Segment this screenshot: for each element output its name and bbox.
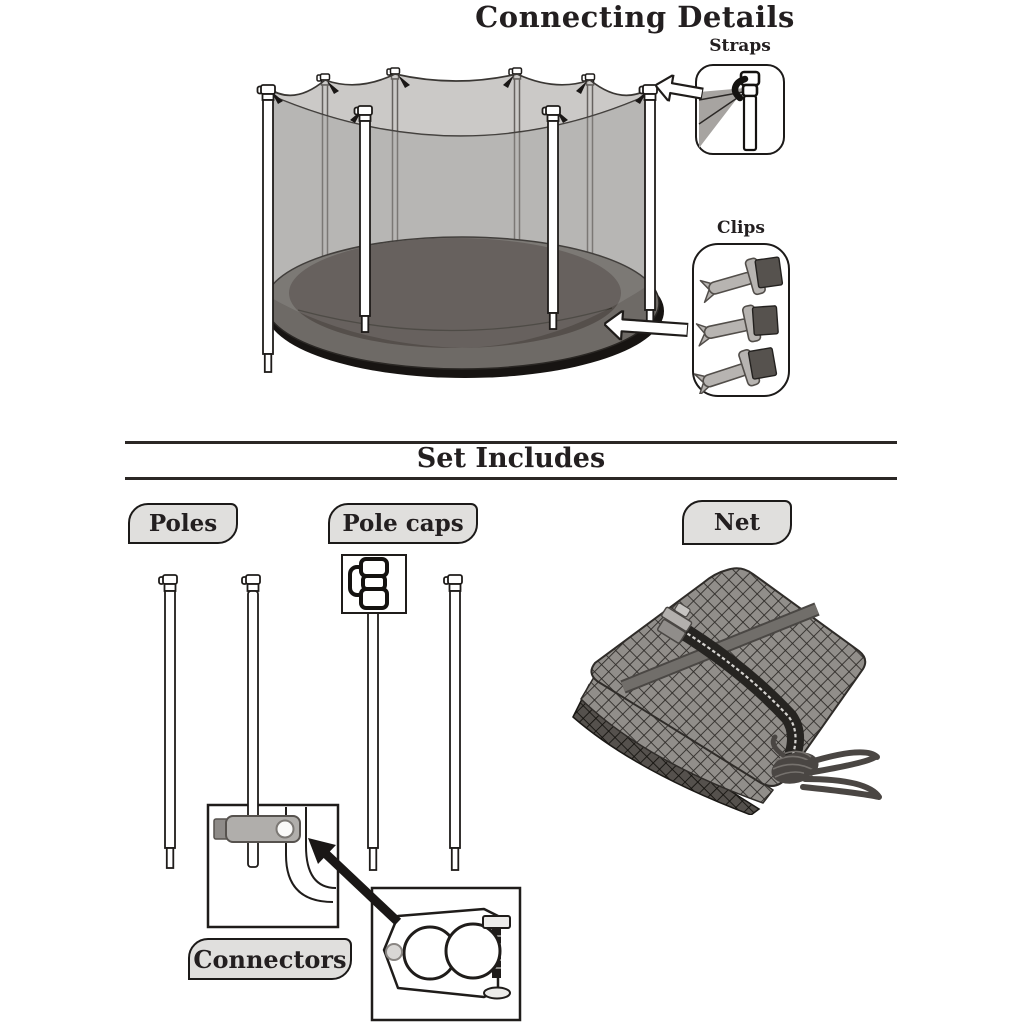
arrow-to-strap-connection-icon [654, 73, 705, 103]
pole-cap-zoom-box [341, 554, 407, 614]
strap-connection-drawing [698, 70, 761, 152]
tag-connectors: Connectors [188, 938, 352, 980]
straps-detail-box [695, 64, 785, 155]
pole-set [158, 574, 463, 871]
poles-and-connectors-illustration [158, 554, 522, 1022]
tag-net: Net [682, 500, 792, 545]
rope-bundle [770, 734, 882, 800]
net-illustration [572, 567, 882, 815]
pole-bracket-connector [213, 815, 301, 843]
trampoline-illustration [256, 67, 664, 378]
clips-drawing [694, 256, 784, 394]
tag-pole-caps: Pole caps [328, 503, 478, 544]
clamp-connector-box [370, 886, 522, 1022]
set-includes-title: Set Includes [416, 443, 606, 474]
tag-poles: Poles [128, 503, 238, 544]
net-buckle [657, 602, 693, 644]
straps-label: Straps [709, 36, 771, 56]
divider-line-bottom [125, 477, 897, 480]
page-title: Connecting Details [475, 0, 795, 34]
arrow-to-bracket-icon [308, 838, 402, 926]
clips-detail-box [692, 243, 790, 397]
clips-label: Clips [717, 218, 765, 238]
arrow-to-clip-connection-icon [603, 309, 689, 342]
divider-line-top [125, 441, 897, 444]
